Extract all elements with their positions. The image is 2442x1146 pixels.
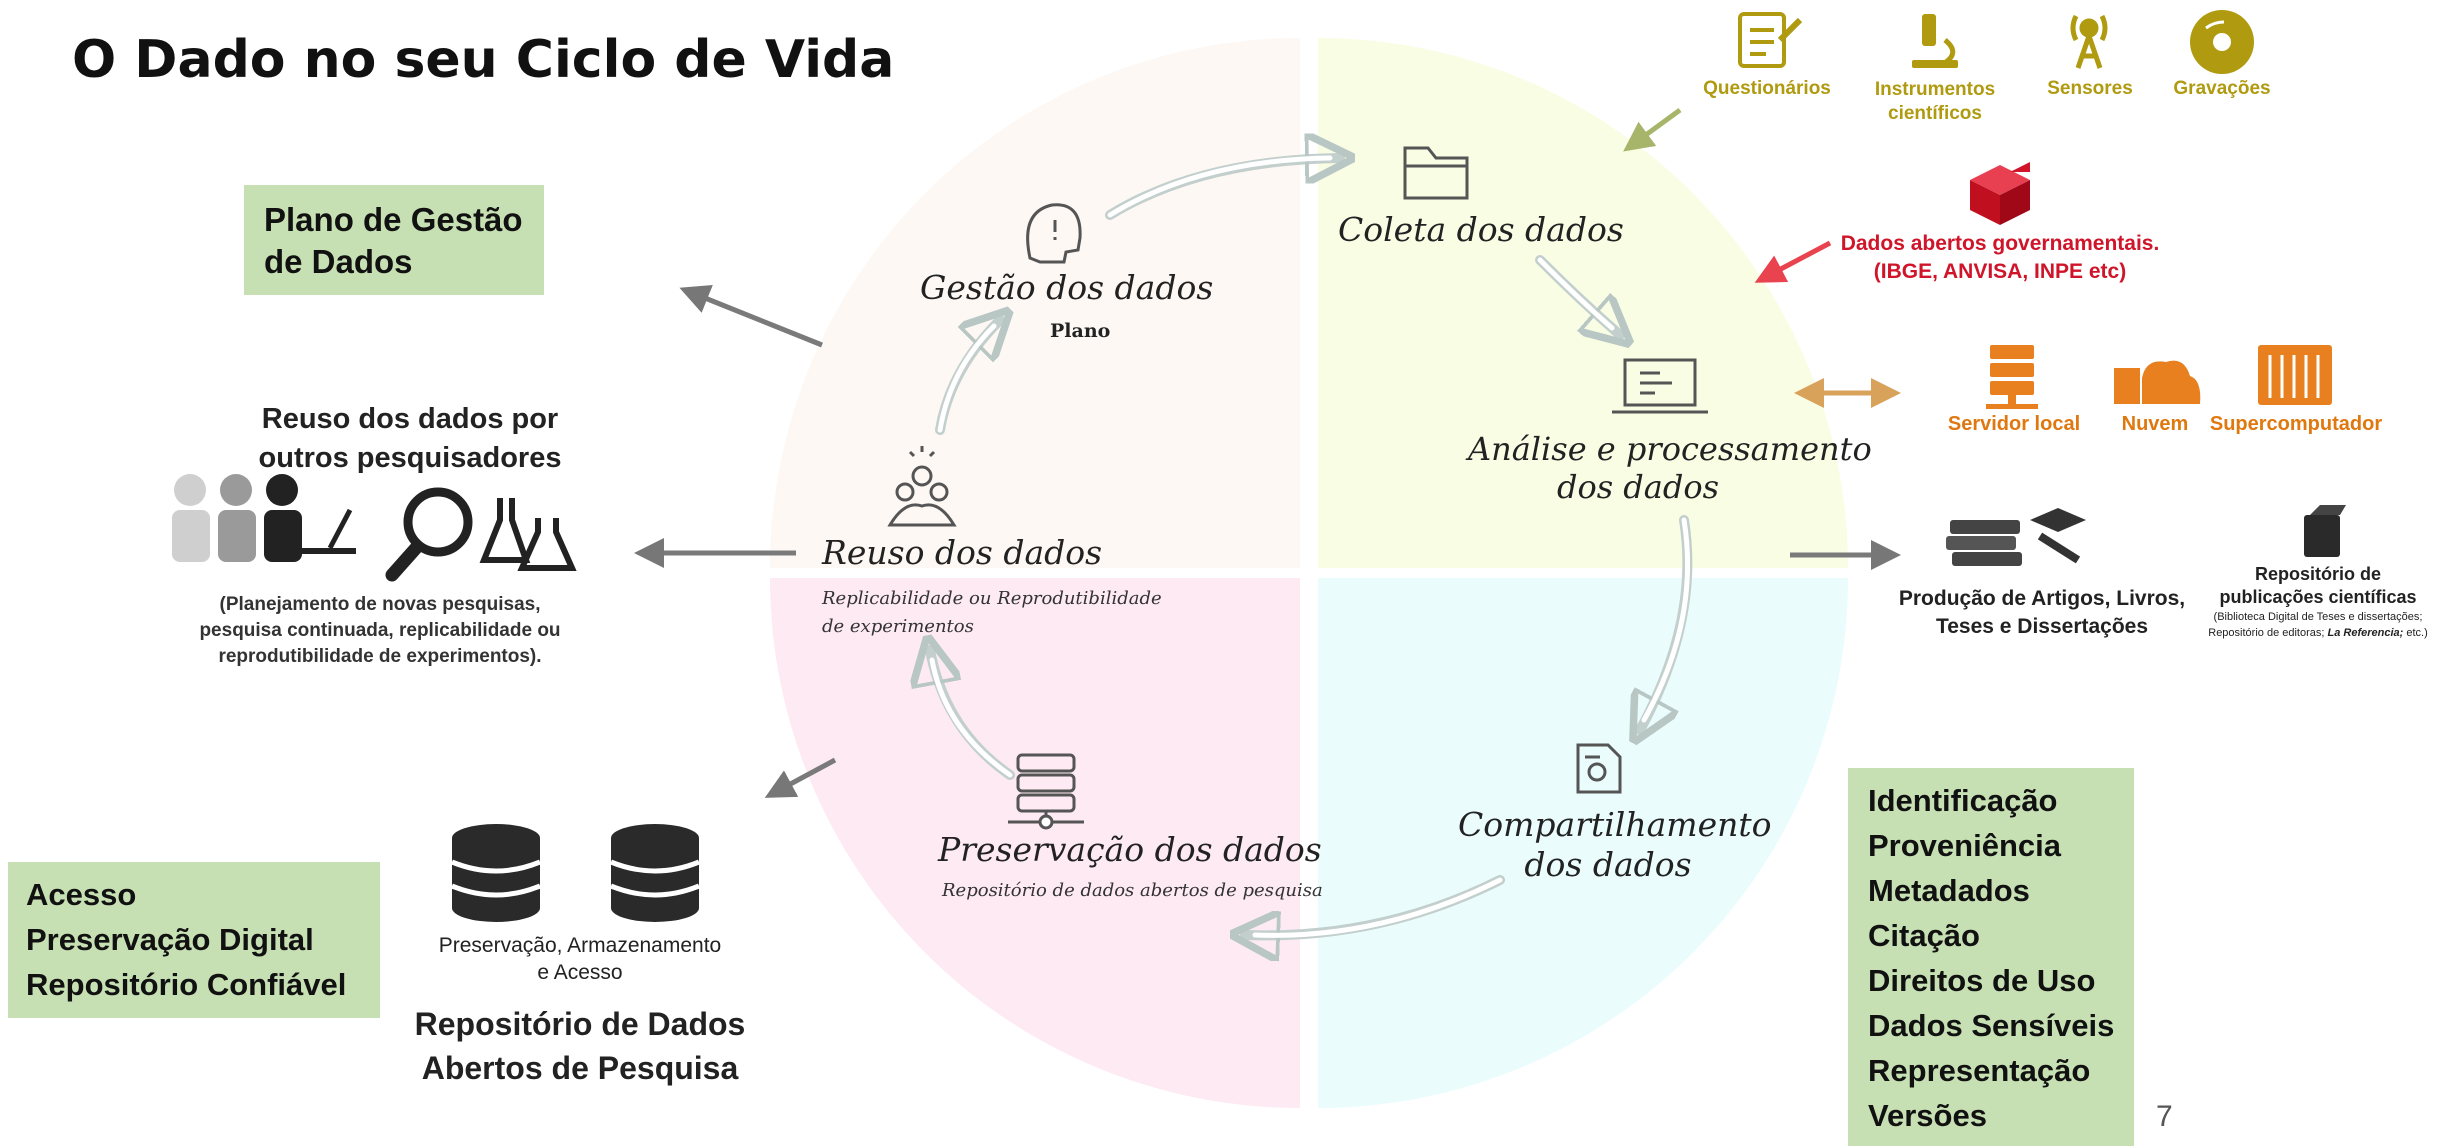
producao-line2: Teses e Dissertações [1935, 615, 2149, 638]
quadrant-bottom-right [1318, 578, 1848, 1108]
laptop-icon [1612, 358, 1708, 414]
lab-flasks-icon [479, 498, 577, 571]
repositorio-heading: Repositório de Dados Abertos de Pesquisa [400, 1002, 760, 1090]
stage-reuso-sub: Replicabilidade ou Reprodutibilidade de … [822, 585, 1162, 641]
compute-supercomputador: Supercomputador [2209, 413, 2383, 435]
compute-nuvem: Nuvem [2121, 413, 2189, 435]
quadrant-bottom-left [770, 578, 1300, 1108]
repo-pub-line1: Repositório de [2254, 564, 2381, 584]
stage-gestao-label: Gestão dos dados [920, 268, 1214, 307]
source-instrumentos: Instrumentos científicos [1860, 78, 2010, 126]
publications-producao: Produção de Artigos, Livros, Teses e Dis… [1892, 585, 2192, 641]
head-bulb-icon [1026, 203, 1082, 264]
page-title: O Dado no seu Ciclo de Vida [72, 30, 895, 90]
open-data-cube-icon [1970, 162, 2030, 225]
repositorio-caption: Preservação, Armazenamento e Acesso [420, 932, 740, 986]
supercomputer-icon [2258, 345, 2332, 405]
books-graduation-icon [1946, 508, 2086, 566]
stage-compartilhamento-label: Compartilhamento dos dados [1458, 805, 1772, 885]
repositorio-heading-line2: Abertos de Pesquisa [421, 1050, 739, 1086]
questionnaire-icon [1738, 12, 1803, 68]
repo-pub-line4: Repositório de editoras; La Referencia; … [2196, 626, 2440, 641]
certificate-icon [1576, 743, 1622, 794]
reuso-panel-note: (Planejamento de novas pesquisas, pesqui… [140, 592, 620, 670]
database-icon-right [610, 824, 700, 922]
dados-abertos-label: Dados abertos governamentais. (IBGE, ANV… [1830, 230, 2170, 286]
compute-servidor-local: Servidor local [1947, 413, 2081, 435]
acesso-item: Preservação Digital [26, 922, 314, 957]
metadata-item: Representação [1868, 1053, 2091, 1088]
page-number: 7 [2156, 1100, 2173, 1133]
acesso-item: Acesso [26, 877, 137, 912]
repositorio-heading-line1: Repositório de Dados [414, 1006, 746, 1042]
arrow-to-plano [679, 285, 823, 348]
dados-abertos-line2: (IBGE, ANVISA, INPE etc) [1873, 260, 2127, 283]
producao-line1: Produção de Artigos, Livros, [1898, 587, 2186, 610]
cloud-icon [2114, 360, 2201, 404]
metadata-item: Dados Sensíveis [1868, 1008, 2115, 1043]
reuso-note-line2: pesquisa continuada, replicabilidade ou [199, 620, 561, 641]
stage-reuso-sub2: de experimentos [822, 616, 974, 637]
repositorio-caption-line2: e Acesso [537, 961, 623, 984]
server-stack-icon [1008, 753, 1084, 830]
arrow-from-sources [1623, 107, 1682, 152]
stage-analise-line1: Análise e processamento [1468, 430, 1872, 468]
recording-disc-icon [2190, 10, 2254, 74]
metadata-item: Metadados [1868, 873, 2030, 908]
arrow-from-dados-abertos [1754, 240, 1832, 283]
publications-repositorio: Repositório de publicações científicas (… [2196, 563, 2440, 641]
metadata-box: Identificação Proveniência Metadados Cit… [1848, 768, 2134, 1146]
reuso-note-line1: (Planejamento de novas pesquisas, [219, 594, 541, 615]
metadata-item: Versões [1868, 1098, 1987, 1133]
source-sensores: Sensores [2047, 78, 2133, 99]
repo-pub-line4-a: Repositório de editoras; [2208, 627, 2328, 639]
stage-gestao-sub: Plano [1050, 320, 1111, 342]
repo-pub-line2: publicações científicas [2219, 587, 2417, 607]
stage-compartilhamento-line1: Compartilhamento [1458, 805, 1772, 844]
reuso-heading-line1: Reuso dos dados por [261, 403, 559, 435]
stage-analise-line2: dos dados [1556, 468, 1720, 506]
researchers-icon [172, 474, 356, 562]
stage-reuso-sub1: Replicabilidade ou Reprodutibilidade [822, 588, 1162, 609]
source-instrumentos-line1: Instrumentos [1874, 79, 1996, 100]
source-questionarios: Questionários [1703, 78, 1831, 99]
publication-repository-icon [2304, 505, 2346, 557]
arrow-to-repositorio [764, 757, 837, 798]
magnifier-icon [385, 487, 473, 582]
source-instrumentos-line2: científicos [1888, 103, 1982, 124]
plano-gestao-line1: Plano de Gestão [264, 201, 523, 238]
acesso-item: Repositório Confiável [26, 967, 347, 1002]
repo-pub-line4-b: La Referencia; [2327, 627, 2404, 639]
plano-gestao-line2: de Dados [264, 243, 413, 280]
metadata-item: Citação [1868, 918, 1980, 953]
folder-icon [1403, 146, 1469, 200]
microscope-icon [1912, 14, 1958, 68]
reuso-heading-line2: outros pesquisadores [258, 442, 562, 474]
people-idea-icon [887, 446, 957, 527]
stage-analise-label: Análise e processamento dos dados [1468, 430, 1872, 506]
stage-preservacao-sub: Repositório de dados abertos de pesquisa [942, 880, 1323, 901]
repositorio-caption-line1: Preservação, Armazenamento [438, 934, 722, 957]
reuso-panel-heading: Reuso dos dados por outros pesquisadores [160, 400, 660, 478]
repo-pub-line3: (Biblioteca Digital de Teses e dissertaç… [2213, 611, 2423, 623]
metadata-item: Proveniência [1868, 828, 2061, 863]
acesso-box: Acesso Preservação Digital Repositório C… [8, 862, 380, 1018]
source-gravacoes: Gravações [2173, 78, 2271, 99]
metadata-item: Direitos de Uso [1868, 963, 2096, 998]
dados-abertos-line1: Dados abertos governamentais. [1840, 232, 2160, 255]
database-icon-left [451, 824, 541, 922]
quadrant-top-left [770, 38, 1300, 568]
metadata-item: Identificação [1868, 783, 2058, 818]
stage-preservacao-label: Preservação dos dados [938, 830, 1322, 869]
sensor-antenna-icon [2070, 14, 2108, 69]
plano-gestao-box: Plano de Gestão de Dados [244, 185, 544, 295]
local-server-icon [1986, 345, 2038, 409]
stage-reuso-label: Reuso dos dados [822, 533, 1103, 572]
stage-coleta-label: Coleta dos dados [1338, 210, 1624, 249]
stage-compartilhamento-line2: dos dados [1524, 845, 1692, 884]
repo-pub-line4-c: etc.) [2403, 627, 2428, 639]
reuso-note-line3: reprodutibilidade de experimentos). [218, 646, 542, 667]
